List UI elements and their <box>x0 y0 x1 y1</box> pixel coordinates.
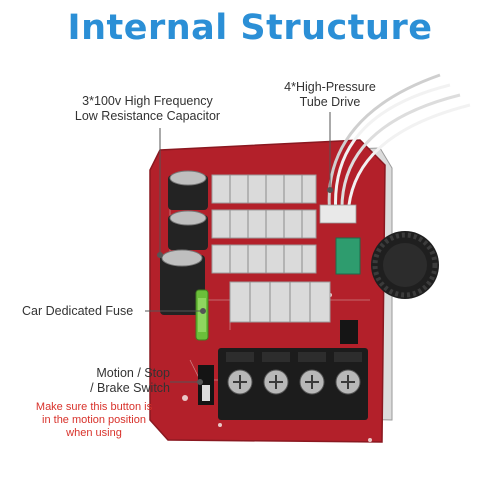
heatsink-icon <box>211 174 331 323</box>
tube-drive-label-line2: Tube Drive <box>299 95 361 109</box>
capacitor-label-line2: Low Resistance Capacitor <box>74 109 221 123</box>
switch-label-line1: Motion / Stop <box>96 366 170 380</box>
potentiometer-housing <box>335 237 361 275</box>
warning-line3: when using <box>66 427 122 439</box>
fuse-icon <box>195 289 209 341</box>
warning-line2: in the motion position <box>42 414 146 426</box>
switch-icon <box>198 365 214 405</box>
warning-note: Make sure this button is in the motion p… <box>14 401 174 440</box>
tube-drive-label-line1: 4*High-Pressure <box>284 80 376 94</box>
warning-line1: Make sure this button is <box>35 401 153 413</box>
tube-drive-label: 4*High-Pressure Tube Drive <box>265 80 395 110</box>
wire-icon <box>327 73 471 216</box>
capacitor-label: 3*100v High Frequency Low Resistance Cap… <box>60 94 235 124</box>
switch-label: Motion / Stop / Brake Switch <box>50 366 170 396</box>
fuse-label: Car Dedicated Fuse <box>22 304 134 318</box>
capacitor-label-line1: 3*100v High Frequency <box>82 94 213 108</box>
page-title: Internal Structure <box>67 8 433 48</box>
capacitor-icon <box>160 170 208 315</box>
terminal-block-icon <box>218 348 368 420</box>
knob-icon <box>371 231 439 299</box>
switch-label-line2: / Brake Switch <box>90 381 170 395</box>
